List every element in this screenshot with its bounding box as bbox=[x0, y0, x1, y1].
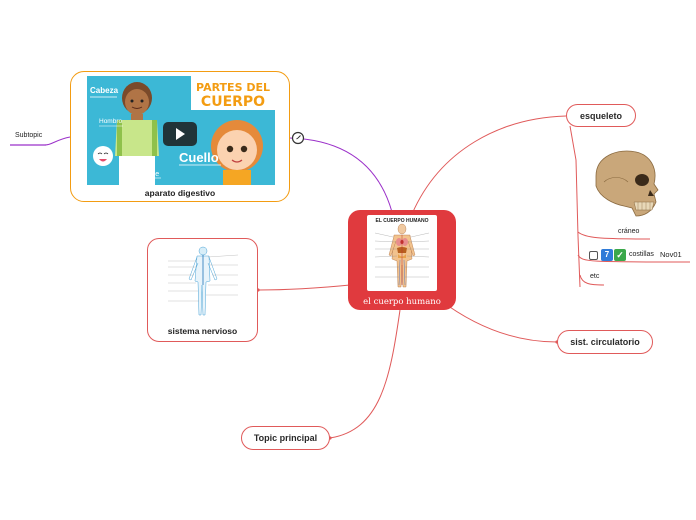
topic-esqueleto[interactable]: esqueleto bbox=[566, 104, 636, 127]
connector-subtopic bbox=[44, 136, 71, 146]
connector-esqueleto bbox=[411, 115, 567, 215]
connector-topic-principal bbox=[329, 309, 401, 439]
central-topic-label: el cuerpo humano bbox=[363, 297, 441, 307]
video-label-hombro: Hombro bbox=[99, 118, 123, 125]
topic-principal[interactable]: Topic principal bbox=[241, 426, 330, 450]
video-banner-line2: CUERPO bbox=[201, 94, 265, 110]
nervous-system-image bbox=[162, 245, 244, 321]
child-etc-label[interactable]: etc bbox=[590, 273, 600, 280]
clock-icon[interactable] bbox=[291, 131, 305, 145]
child-craneo-label[interactable]: cráneo bbox=[618, 228, 640, 235]
topic-principal-label: Topic principal bbox=[253, 433, 318, 443]
topic-aparato-digestivo-label: aparato digestivo bbox=[144, 188, 216, 198]
skull-image bbox=[588, 146, 664, 222]
check-icon: ✓ bbox=[614, 249, 626, 261]
emoji-icon bbox=[93, 146, 113, 166]
topic-sist-circulatorio-label: sist. circulatorio bbox=[570, 337, 640, 347]
topic-sistema-nervioso[interactable]: sistema nervioso bbox=[147, 238, 258, 342]
central-topic[interactable]: EL CUERPO HUMANO el cuerpo humano bbox=[348, 210, 456, 310]
video-label-pie: Pie bbox=[149, 171, 159, 178]
connector-digestivo bbox=[289, 137, 393, 213]
topic-esqueleto-label: esqueleto bbox=[579, 110, 622, 121]
video-label-cuello: Cuello bbox=[179, 150, 219, 165]
connector-nervioso bbox=[257, 284, 351, 291]
child-costillas-label[interactable]: costillas bbox=[629, 251, 654, 258]
task-checkbox[interactable] bbox=[589, 251, 598, 260]
child-costillas-date: Nov01 bbox=[660, 250, 682, 259]
anatomy-image-title: EL CUERPO HUMANO bbox=[376, 218, 429, 224]
video-label-cabeza: Cabeza bbox=[90, 86, 119, 95]
connector-circulatorio bbox=[439, 299, 558, 343]
topic-sistema-nervioso-label: sistema nervioso bbox=[167, 326, 238, 336]
video-thumbnail[interactable]: PARTES DEL CUERPO Cabeza Hombro Cuello bbox=[87, 76, 275, 185]
play-button[interactable] bbox=[163, 122, 197, 146]
connector-esq-children bbox=[569, 125, 581, 288]
anatomy-image: EL CUERPO HUMANO bbox=[367, 215, 437, 291]
topic-sist-circulatorio[interactable]: sist. circulatorio bbox=[557, 330, 653, 354]
topic-aparato-digestivo[interactable]: PARTES DEL CUERPO Cabeza Hombro Cuello bbox=[70, 71, 290, 202]
subtopic-label[interactable]: Subtopic bbox=[15, 132, 43, 139]
priority-badge: 7 bbox=[601, 249, 613, 261]
connector-costillas bbox=[577, 254, 691, 263]
connector-craneo bbox=[577, 231, 651, 240]
video-banner-line1: PARTES DEL bbox=[196, 81, 270, 94]
connector-etc bbox=[579, 274, 605, 286]
